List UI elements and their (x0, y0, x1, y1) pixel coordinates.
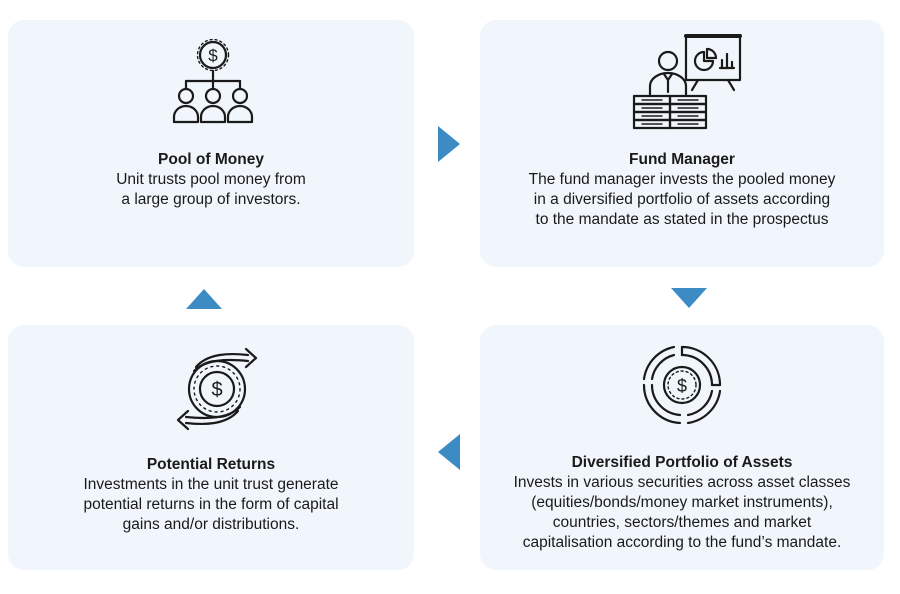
potential-returns-text: Potential Returns Investments in the uni… (8, 455, 414, 535)
arrow-up-icon (186, 289, 222, 314)
pool-of-money-text: Pool of Money Unit trusts pool money fro… (8, 150, 414, 210)
pool-of-money-card: $ Pool of Money Unit trusts pool money f… (8, 20, 414, 267)
svg-text:$: $ (208, 46, 218, 65)
potential-returns-description: Investments in the unit trust generate p… (83, 476, 339, 533)
money-pool-people-icon: $ (168, 38, 258, 128)
fund-manager-text: Fund Manager The fund manager invests th… (480, 150, 884, 230)
svg-text:$: $ (677, 376, 687, 396)
fund-manager-presentation-icon (632, 30, 744, 134)
pool-of-money-title: Pool of Money (158, 151, 264, 168)
svg-text:$: $ (211, 379, 222, 401)
potential-returns-title: Potential Returns (146, 456, 276, 473)
diversified-portfolio-description: Invests in various securities across ass… (513, 474, 851, 551)
fund-manager-description: The fund manager invests the pooled mone… (528, 171, 836, 228)
pool-of-money-description: Unit trusts pool money from a large grou… (116, 171, 306, 208)
fund-manager-card: Fund Manager The fund manager invests th… (480, 20, 884, 267)
portfolio-ring-icon: $ (640, 343, 724, 427)
potential-returns-card: $ Potential Returns Investments in the u… (8, 325, 414, 570)
arrow-down-icon (671, 288, 707, 313)
fund-manager-title: Fund Manager (629, 151, 735, 168)
arrow-right-icon (438, 126, 460, 167)
diversified-portfolio-text: Diversified Portfolio of Assets Invests … (480, 453, 884, 553)
returns-cycle-coin-icon: $ (168, 347, 266, 431)
arrow-left-icon (438, 434, 460, 475)
diversified-portfolio-title: Diversified Portfolio of Assets (571, 454, 793, 471)
diversified-portfolio-card: $ Diversified Portfolio of Assets Invest… (480, 325, 884, 570)
